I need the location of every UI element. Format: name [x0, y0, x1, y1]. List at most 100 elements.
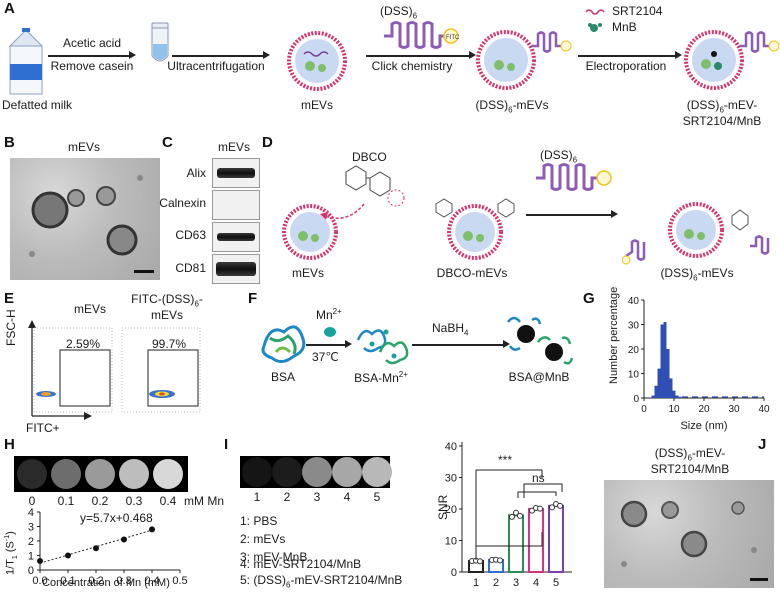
final-ev-label-line1: (DSS)6-mEV-	[686, 98, 758, 115]
mnb-label: MnB	[612, 20, 637, 34]
i-point-3-2	[517, 512, 523, 519]
wb-lane-alix	[212, 158, 260, 188]
i-well-label-5: 5	[373, 490, 381, 504]
fitc-tag: FITC	[446, 35, 460, 41]
f-label-bsa-mn: BSA-Mn2+	[354, 370, 408, 385]
d-label-dbco-mevs: DBCO-mEVs	[436, 266, 508, 280]
i-legend-2: 2: mEVs	[240, 532, 286, 546]
wb-lane-cd63	[212, 222, 260, 252]
g-xtick-label-0: 0	[641, 404, 647, 415]
panel-label-c: C	[162, 134, 173, 151]
i-well-4	[332, 457, 362, 487]
final-ev-label-line2: SRT2104/MnB	[682, 114, 762, 128]
e-title-fitc-dss-line2: mEVs	[150, 308, 184, 322]
h-ytick-label-0: 0	[28, 565, 34, 577]
i-sig-label-2: ns	[532, 471, 545, 485]
dbco-label: DBCO	[352, 150, 387, 164]
dbco-mev-icon	[435, 198, 515, 260]
h-point-1	[65, 552, 71, 559]
tem-image-mevs	[10, 158, 160, 280]
i-significance-brackets: *** ns	[475, 453, 563, 560]
arrow-step1	[48, 52, 136, 58]
i-mri-strip	[240, 456, 392, 488]
panel-b-title: mEVs	[67, 140, 101, 154]
i-well-3	[302, 457, 332, 487]
g-ytick-label-2: 20	[628, 345, 640, 356]
g-bar-4	[663, 322, 667, 398]
g-bar-8	[675, 395, 679, 398]
flow-cytometry-plots	[28, 320, 201, 420]
arrow-f-step1	[306, 341, 352, 347]
f-temp-label: 37℃	[312, 350, 339, 364]
h-equation: y=5.7x+0.468	[80, 511, 153, 525]
i-point-1-2	[477, 558, 483, 565]
i-well-label-1: 1	[253, 490, 261, 504]
h-xlabel: Concentration of Mn (mM)	[42, 577, 170, 589]
i-well-1	[242, 457, 272, 487]
d-dss-mev-icon	[622, 202, 770, 265]
h-xtick-label-4: 0.4	[144, 575, 159, 587]
dss-mev-icon	[476, 30, 572, 90]
i-xtick-label-3: 3	[513, 577, 519, 589]
h-well-label-2: 0.2	[91, 494, 109, 508]
i-well-2	[272, 457, 302, 487]
i-well-label-3: 3	[313, 490, 321, 504]
panel-label-f: F	[248, 290, 258, 307]
g-ytick-label-4: 40	[628, 296, 640, 307]
i-ytick-label-1: 10	[445, 536, 457, 548]
mev-icon	[287, 31, 347, 91]
wb-label-cd63: CD63	[175, 228, 206, 242]
j-title-line2: SRT2104/MnB	[650, 462, 730, 476]
i-sig-label-1: ***	[498, 453, 512, 467]
f-mn-ion-label: Mn2+	[316, 307, 342, 322]
panel-label-i: I	[224, 436, 229, 453]
g-ylabel: Number percentage	[608, 286, 620, 384]
acetic-acid-label: Acetic acid	[62, 36, 122, 50]
i-xtick-label-5: 5	[553, 577, 559, 589]
i-xtick-label-1: 1	[473, 577, 479, 589]
e-pct-fitc: 99.7%	[152, 337, 187, 351]
i-xtick-label-4: 4	[533, 577, 539, 589]
arrow-step3	[366, 52, 476, 58]
i-xtick-label-2: 2	[493, 577, 499, 589]
e-xlabel: FITC+	[26, 421, 60, 435]
i-ytick-label-3: 30	[445, 473, 457, 485]
arrow-f-step2	[412, 341, 510, 347]
dss-reagent-label: (DSS)6	[380, 4, 418, 21]
wb-label-cd81: CD81	[175, 261, 206, 275]
i-legend-5: 5: (DSS)6-mEV-SRT2104/MnB	[240, 573, 403, 590]
g-xtick-label-4: 40	[758, 404, 770, 415]
h-well-label-3: 0.3	[125, 494, 143, 508]
i-bar-group: 1 2 3 4 5	[468, 500, 564, 589]
d-label-mevs: mEVs	[291, 266, 325, 280]
mev-icon-d	[282, 204, 338, 260]
electroporation-label: Electroporation	[585, 59, 667, 73]
h-xtick-label-1: 0.1	[60, 575, 75, 587]
h-point-0	[37, 558, 43, 565]
remove-casein-label: Remove casein	[50, 59, 134, 73]
h-xtick-label-5: 0.5	[172, 575, 187, 587]
e-title-mevs: mEVs	[73, 302, 107, 316]
g-xtick-label-3: 30	[728, 404, 740, 415]
srt2104-label: SRT2104	[612, 4, 663, 18]
i-point-3-0	[509, 513, 515, 520]
h-xtick-label-3: 0.3	[116, 575, 131, 587]
g-ytick-label-1: 10	[628, 370, 640, 381]
panel-label-a: A	[4, 0, 15, 17]
h-ytick-label-3: 3	[28, 522, 34, 534]
i-legend-1: 1: PBS	[240, 514, 278, 528]
wb-label-alix: Alix	[186, 166, 206, 180]
h-mri-strip	[14, 456, 188, 492]
g-bar-1	[654, 385, 658, 398]
wb-lane-calnexin	[212, 190, 260, 220]
f-label-bsa: BSA	[270, 370, 296, 384]
h-point-group	[37, 526, 155, 565]
f-nabh4-label: NaBH4	[432, 321, 469, 338]
g-bar-0	[651, 395, 655, 398]
f-label-bsa-mnb: BSA@MnB	[508, 370, 570, 384]
panel-label-e: E	[4, 290, 15, 307]
i-bar-3	[508, 514, 524, 574]
